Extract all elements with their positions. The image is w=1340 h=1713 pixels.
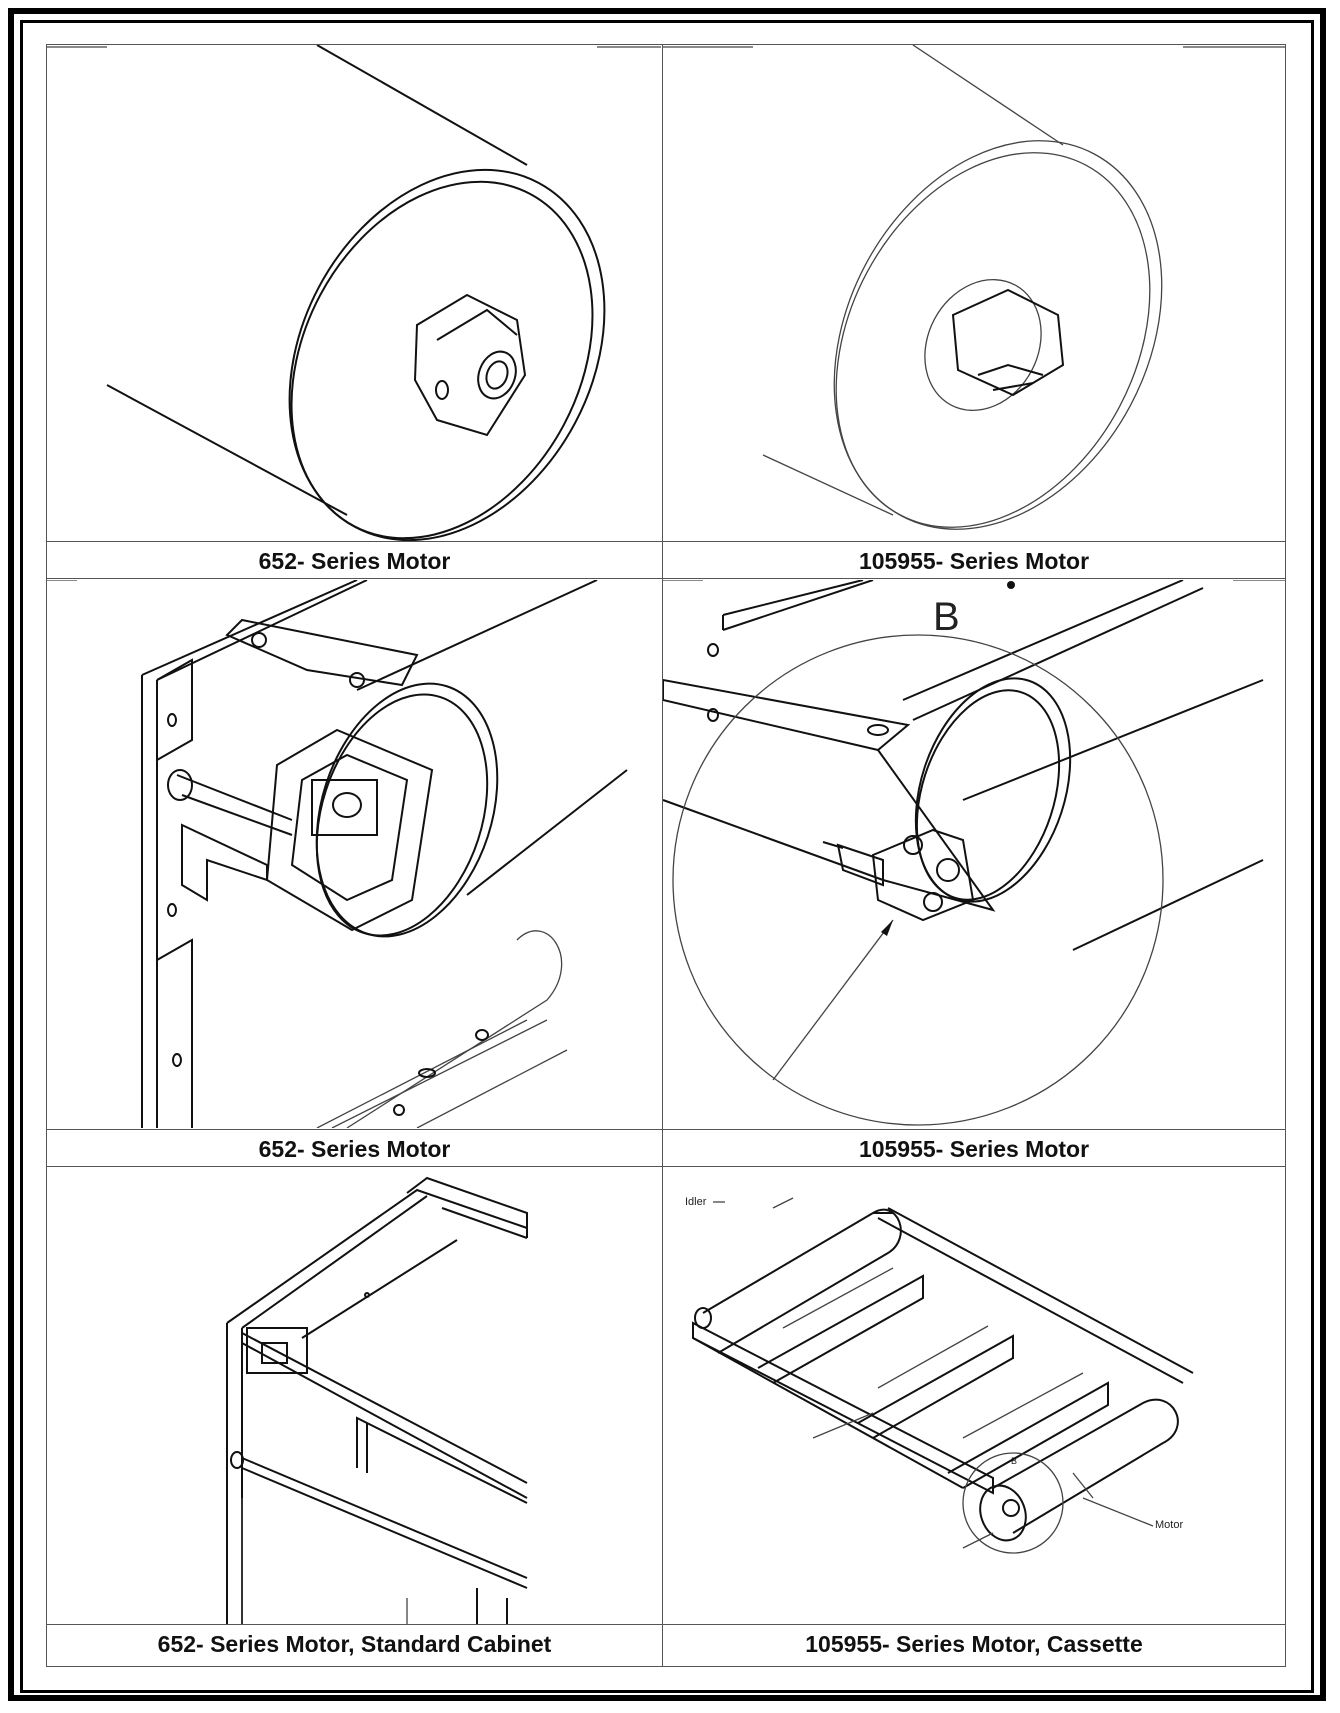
caption-105955-cassette: 105955- Series Motor, Cassette — [663, 1624, 1285, 1662]
detail-b-label: B — [933, 595, 960, 639]
drawing-105955-cassette: Idler Motor B — [663, 1168, 1285, 1624]
drawing-652-standard-cabinet — [47, 1168, 661, 1624]
inner-border — [20, 20, 1314, 1693]
column-divider — [662, 44, 663, 1667]
drawing-grid — [46, 44, 1286, 1667]
caption-652-series-motor-1: 652- Series Motor — [47, 541, 662, 579]
motor-label: Motor — [1155, 1519, 1183, 1531]
drawing-105955-roller-end — [663, 45, 1285, 541]
outer-border — [8, 8, 1326, 1701]
caption-105955-series-motor-1: 105955- Series Motor — [663, 541, 1285, 579]
caption-652-series-motor-2: 652- Series Motor — [47, 1129, 662, 1167]
drawing-652-motor-mount — [47, 580, 661, 1128]
caption-105955-series-motor-2: 105955- Series Motor — [663, 1129, 1285, 1167]
drawing-105955-detail-view: B — [663, 580, 1285, 1128]
idler-label: Idler — [685, 1196, 707, 1208]
detail-b-small-label: B — [1011, 1456, 1017, 1466]
caption-652-standard-cabinet: 652- Series Motor, Standard Cabinet — [47, 1624, 662, 1662]
drawing-652-roller-end — [47, 45, 661, 541]
